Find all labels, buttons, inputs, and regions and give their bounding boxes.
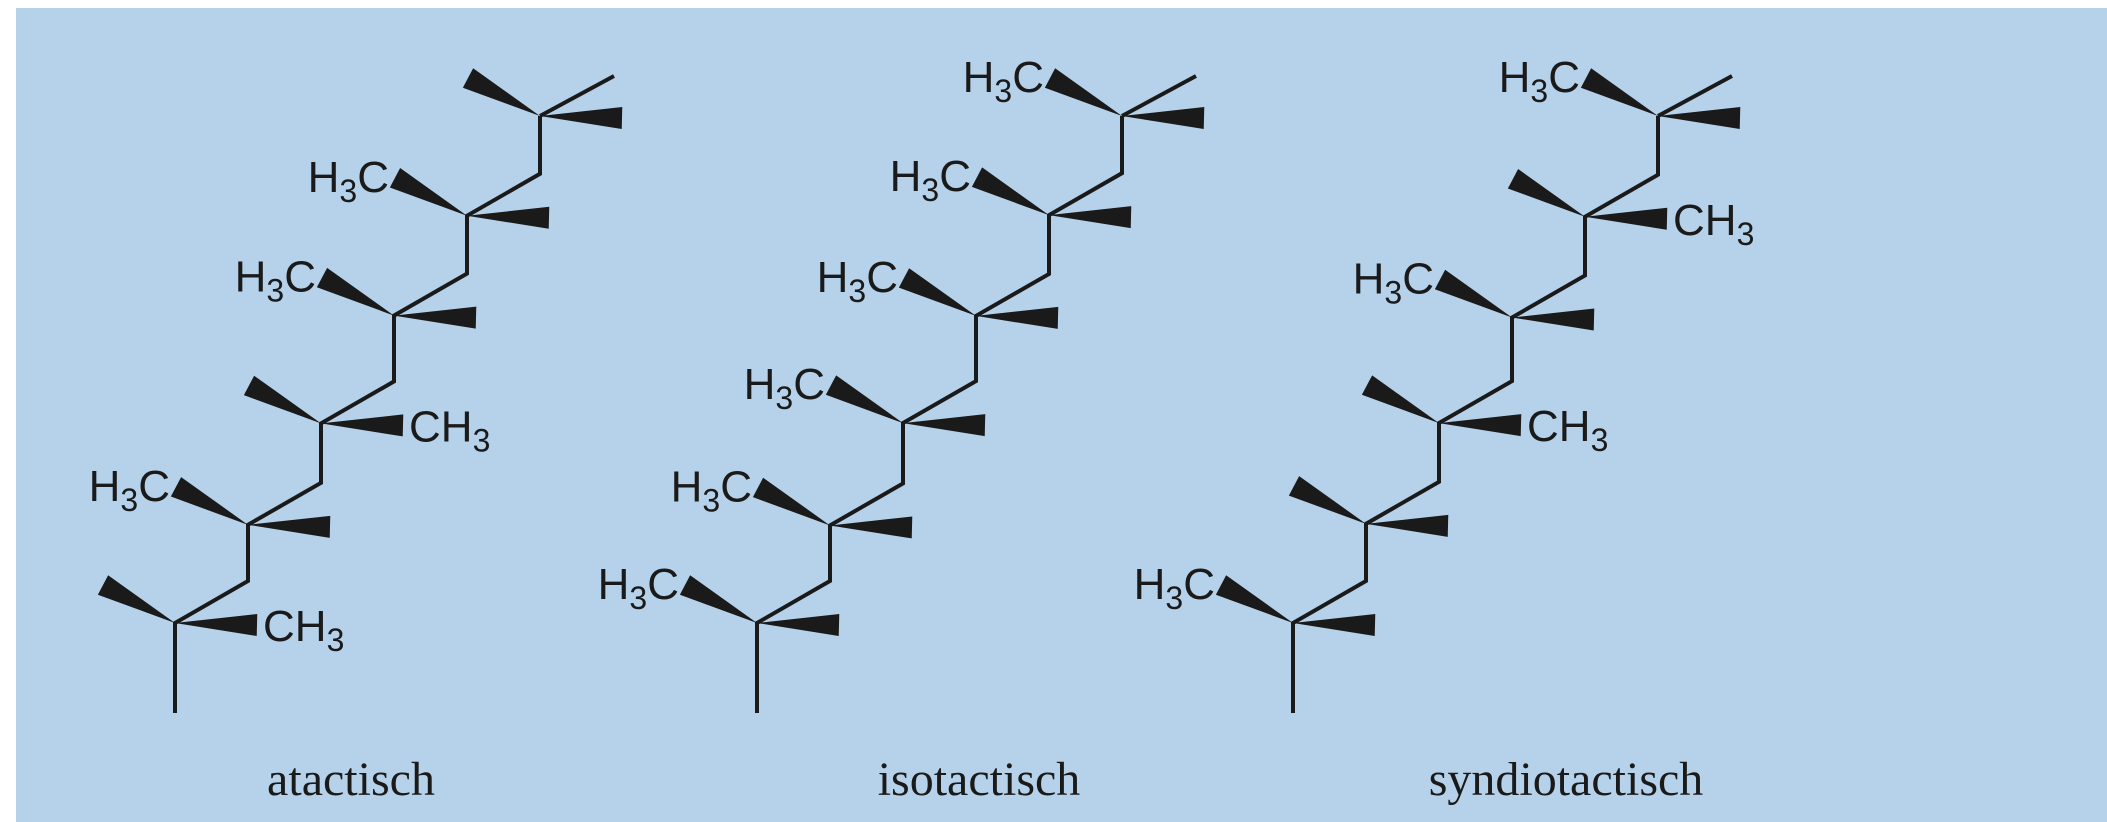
methyl-label-left: H3C	[1499, 53, 1580, 109]
methyl-wedge-left	[1215, 575, 1293, 623]
methyl-wedge-left	[97, 575, 175, 623]
methyl-wedge-right	[757, 614, 840, 636]
methyl-wedge-right	[830, 516, 913, 539]
methyl-wedge-left	[243, 375, 321, 424]
methyl-wedge-right	[1293, 614, 1376, 636]
methyl-wedge-left	[898, 268, 976, 316]
backbone-chain	[173, 116, 542, 713]
methyl-wedge-right	[321, 414, 404, 437]
methyl-wedge-left	[1580, 68, 1658, 116]
methyl-wedge-left	[170, 477, 248, 525]
methyl-wedge-left	[752, 477, 830, 526]
methyl-label-right: CH3	[263, 602, 344, 658]
backbone-chain	[755, 116, 1124, 713]
methyl-wedge-left	[389, 168, 467, 216]
methyl-wedge-right	[1512, 308, 1595, 331]
terminal-methyl-bond	[539, 74, 615, 118]
methyl-wedge-left	[825, 375, 903, 424]
methyl-label-right: CH3	[1673, 196, 1754, 252]
methyl-label-left: H3C	[744, 360, 825, 416]
methyl-wedge-left	[1288, 476, 1366, 524]
methyl-wedge-right	[540, 107, 623, 129]
methyl-wedge-right	[1049, 206, 1132, 229]
methyl-label-left: H3C	[671, 462, 752, 518]
methyl-wedge-right	[467, 206, 550, 229]
methyl-label-right: CH3	[1527, 402, 1608, 458]
methyl-label-left: H3C	[963, 53, 1044, 109]
methyl-label-left: H3C	[1134, 560, 1215, 616]
methyl-label-left: H3C	[890, 152, 971, 208]
methyl-label-left: H3C	[598, 560, 679, 616]
methyl-wedge-right	[394, 306, 477, 329]
methyl-wedge-right	[1439, 414, 1522, 437]
methyl-label-left: H3C	[1353, 255, 1434, 311]
methyl-wedge-right	[1122, 107, 1205, 129]
methyl-wedge-left	[1044, 68, 1122, 116]
methyl-wedge-right	[903, 414, 986, 437]
methyl-label-right: CH3	[409, 402, 490, 458]
caption-isotactic: isotactisch	[878, 753, 1081, 806]
terminal-methyl-bond	[1121, 74, 1197, 118]
methyl-label-left: H3C	[89, 462, 170, 518]
caption-atactic: atactisch	[267, 753, 435, 806]
terminal-methyl-bond	[1657, 74, 1733, 118]
methyl-wedge-right	[1366, 514, 1449, 537]
methyl-wedge-left	[462, 68, 540, 116]
methyl-wedge-right	[1658, 107, 1741, 129]
caption-syndiotactic: syndiotactisch	[1429, 753, 1704, 806]
methyl-wedge-right	[1585, 207, 1668, 230]
methyl-wedge-left	[971, 167, 1049, 216]
methyl-wedge-right	[976, 306, 1059, 329]
backbone-chain	[1291, 116, 1660, 713]
methyl-wedge-right	[248, 515, 331, 538]
methyl-label-left: H3C	[817, 253, 898, 309]
methyl-label-left: H3C	[235, 253, 316, 309]
methyl-wedge-left	[679, 575, 757, 623]
methyl-wedge-left	[1507, 169, 1585, 217]
methyl-wedge-left	[316, 267, 394, 316]
methyl-wedge-left	[1361, 375, 1439, 424]
isotactic-structure: H3C H3C H3C H3C H3C H3C	[598, 53, 1205, 713]
methyl-wedge-right	[175, 614, 258, 636]
methyl-label-left: H3C	[308, 153, 389, 209]
methyl-wedge-left	[1434, 269, 1512, 318]
